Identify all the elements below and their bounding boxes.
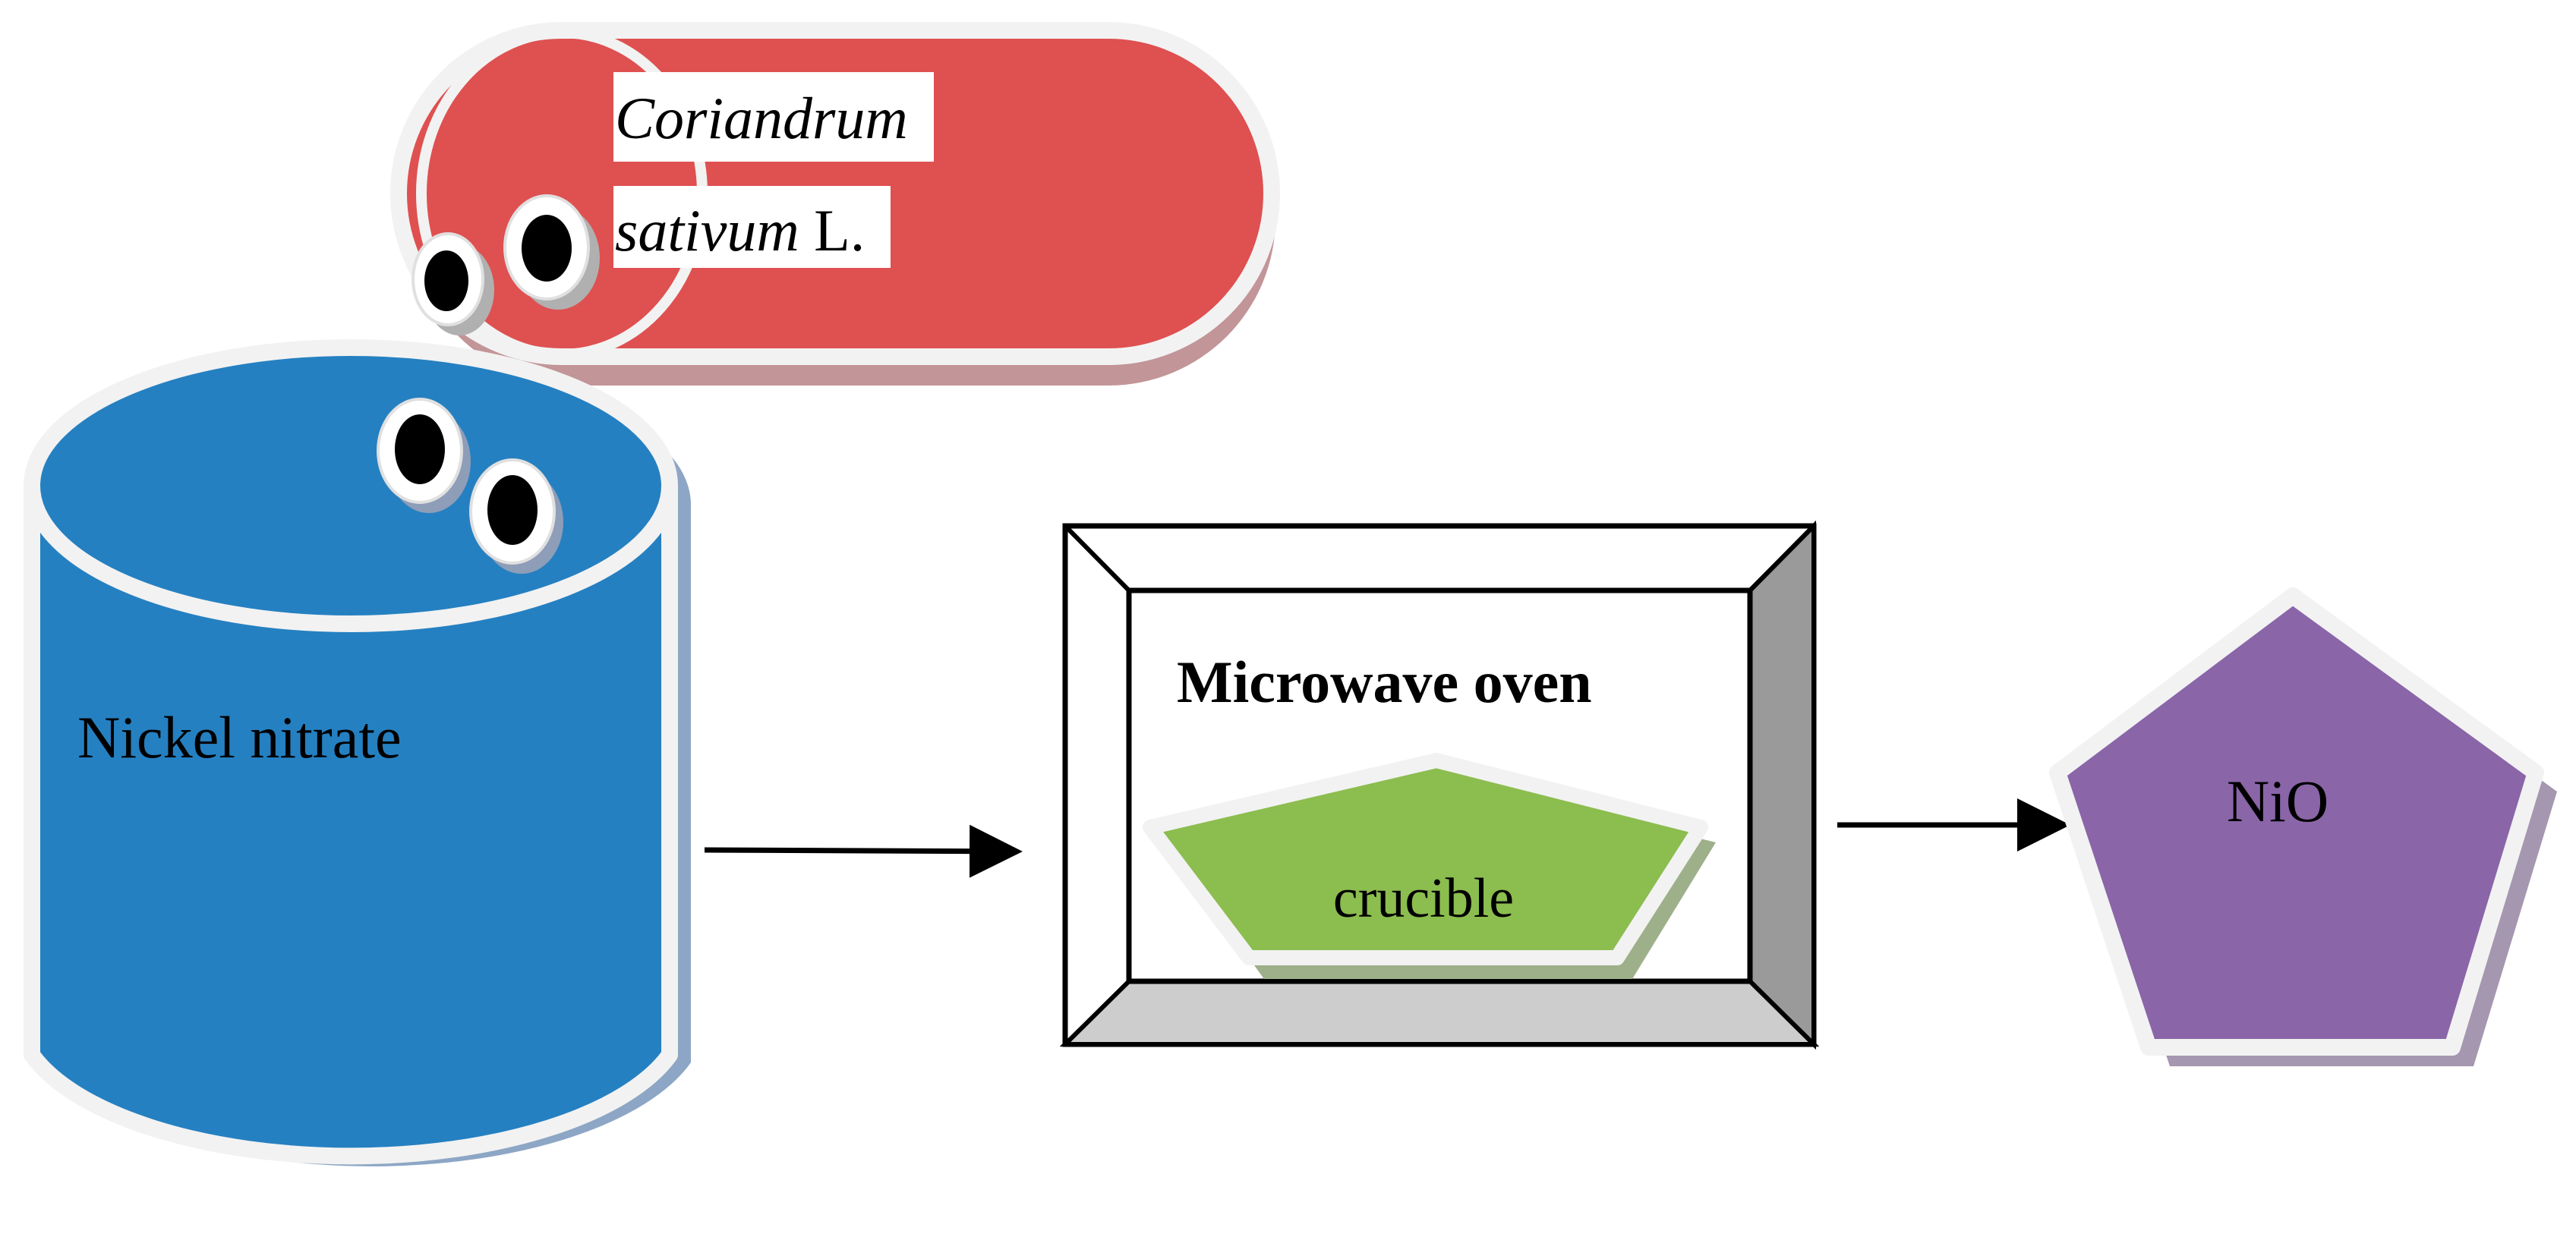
- arrow-to-oven: [704, 824, 1023, 878]
- plant-label-bg-2: [613, 186, 891, 268]
- microwave-oven: Microwave oven crucible: [1059, 520, 1820, 1050]
- cylinder-body: [24, 477, 678, 1165]
- plant-author-text: L.: [799, 197, 865, 263]
- oven-floor-panel: [1059, 979, 1820, 1047]
- nio-product: NiO: [2049, 587, 2557, 1066]
- nio-pentagon: [2049, 587, 2544, 1056]
- nickel-nitrate-cylinder: Nickel nitrate: [24, 339, 691, 1166]
- cylinder-droplets: [377, 398, 563, 574]
- cylinder-top: [24, 339, 678, 632]
- plant-name-line1: Coriandrum: [615, 85, 908, 151]
- crucible-label: crucible: [1333, 867, 1514, 930]
- plant-species-text: sativum: [615, 197, 799, 263]
- nio-label: NiO: [2227, 768, 2328, 834]
- nickel-nitrate-label: Nickel nitrate: [77, 704, 402, 770]
- capsule-droplets: [411, 194, 600, 335]
- oven-side-panel: [1748, 520, 1816, 1050]
- plant-label-bg-1: [613, 72, 934, 162]
- crucible: [1143, 753, 1708, 965]
- microwave-oven-label: Microwave oven: [1177, 649, 1592, 715]
- coriandrum-capsule: Coriandrum sativum L.: [390, 22, 1280, 386]
- plant-name-line2: sativum L.: [615, 197, 865, 263]
